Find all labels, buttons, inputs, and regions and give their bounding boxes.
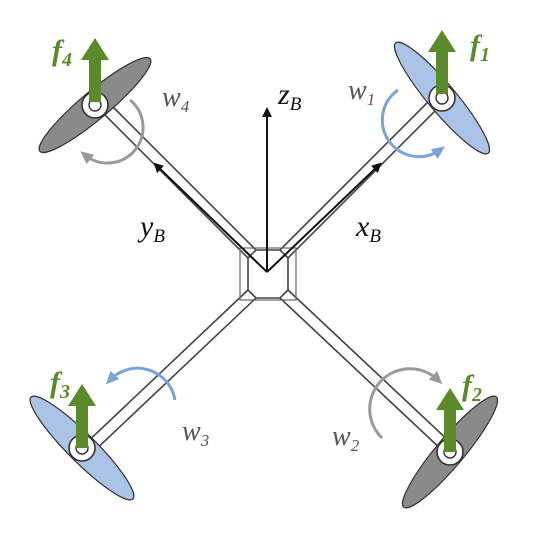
label-w1: w1	[348, 75, 375, 109]
thrust-arrows	[68, 30, 464, 452]
label-f1: f1	[470, 29, 490, 66]
w4-rotation-arrow	[80, 98, 145, 165]
label-w2: w2	[332, 421, 360, 455]
arm-4	[102, 104, 257, 259]
f4-thrust-arrow	[81, 38, 109, 102]
f3-thrust-arrow	[68, 384, 96, 448]
rotor-1	[393, 41, 491, 155]
w2-rotation-arrow	[368, 367, 443, 440]
rotor-4	[38, 56, 152, 154]
rotation-arrows	[80, 88, 445, 440]
label-z-b: zB	[277, 78, 302, 115]
arm-1	[279, 97, 441, 259]
label-w4: w4	[162, 82, 190, 116]
label-x-b: xB	[355, 210, 381, 247]
f2-thrust-arrow	[436, 388, 464, 452]
frame	[81, 97, 453, 456]
body-axes	[153, 107, 382, 273]
arm-2	[279, 289, 453, 453]
label-w3: w3	[182, 416, 209, 450]
y-axis-arrow	[153, 162, 268, 273]
label-f4: f4	[52, 34, 72, 71]
label-f2: f2	[462, 369, 482, 406]
x-axis-arrow	[266, 162, 382, 273]
label-f3: f3	[50, 366, 70, 403]
label-y-b: yB	[137, 210, 165, 247]
w1-rotation-arrow	[380, 88, 445, 159]
arm-3	[81, 289, 257, 456]
f1-thrust-arrow	[428, 30, 456, 94]
center-hub	[247, 249, 289, 299]
w3-rotation-arrow	[105, 366, 177, 401]
